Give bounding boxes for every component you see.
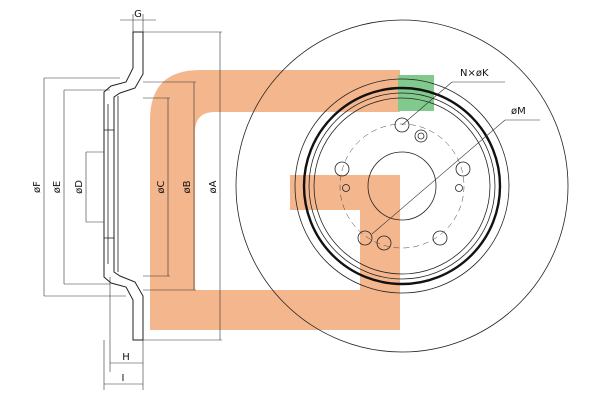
label-c: øC xyxy=(156,180,167,193)
watermark-orange-shape xyxy=(150,70,400,330)
disc-friction-ring-inner xyxy=(302,86,502,286)
label-g: G xyxy=(134,9,142,20)
m-leader xyxy=(371,119,506,235)
bolt-hole xyxy=(357,230,373,246)
label-d: øD xyxy=(74,180,85,194)
side-view: G H I øF øE øD øC øB xyxy=(32,9,222,390)
bolt-circle xyxy=(339,123,465,249)
label-f: øF xyxy=(32,181,43,193)
bolt-hole xyxy=(334,161,350,177)
pilot-hole-inner xyxy=(417,132,425,140)
center-bore xyxy=(367,151,437,221)
label-m: øM xyxy=(511,106,526,117)
hub-face-circle xyxy=(313,97,491,275)
label-e: øE xyxy=(52,181,63,193)
bolt-hole xyxy=(432,230,448,246)
bolt-hole xyxy=(394,117,410,133)
label-b: øB xyxy=(182,180,193,193)
pilot-hole xyxy=(414,129,428,143)
disc-friction-ring-outer xyxy=(294,78,510,294)
label-i: I xyxy=(122,373,125,384)
front-view: N×øK øM xyxy=(235,19,569,353)
label-nk: N×øK xyxy=(460,68,489,79)
bolt-hole xyxy=(455,161,471,177)
watermark-logo xyxy=(150,70,434,330)
label-a: øA xyxy=(208,180,219,193)
disc-outer-edge xyxy=(235,19,569,353)
label-h: H xyxy=(122,352,130,363)
nk-leader xyxy=(401,81,453,126)
pilot-hole xyxy=(342,184,350,192)
pilot-hole xyxy=(455,184,463,192)
hat-outer-circle xyxy=(308,92,496,280)
